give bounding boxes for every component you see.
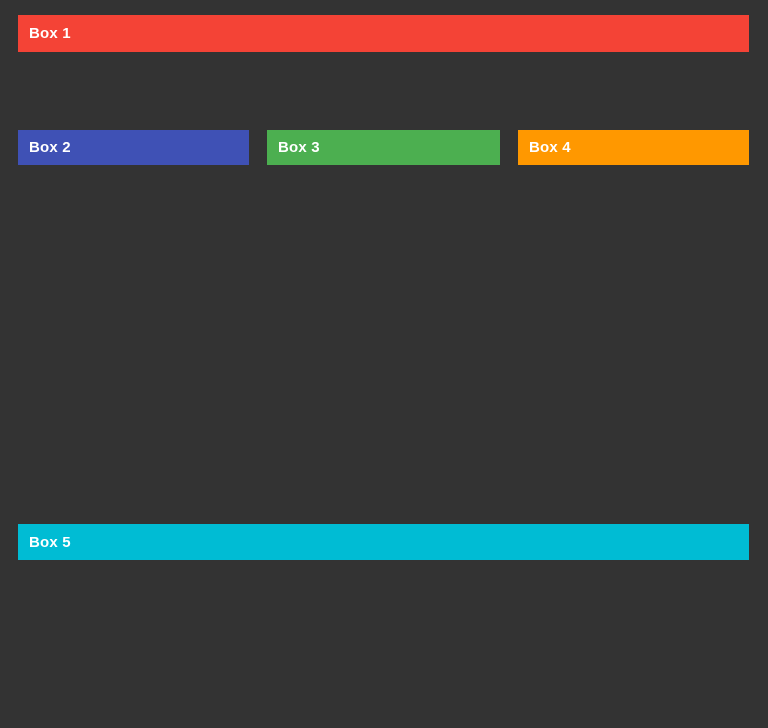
box-5: Box 5 <box>18 524 749 560</box>
box-2: Box 2 <box>18 130 249 165</box>
box-1: Box 1 <box>18 15 749 52</box>
box-4: Box 4 <box>518 130 749 165</box>
box-3: Box 3 <box>267 130 500 165</box>
